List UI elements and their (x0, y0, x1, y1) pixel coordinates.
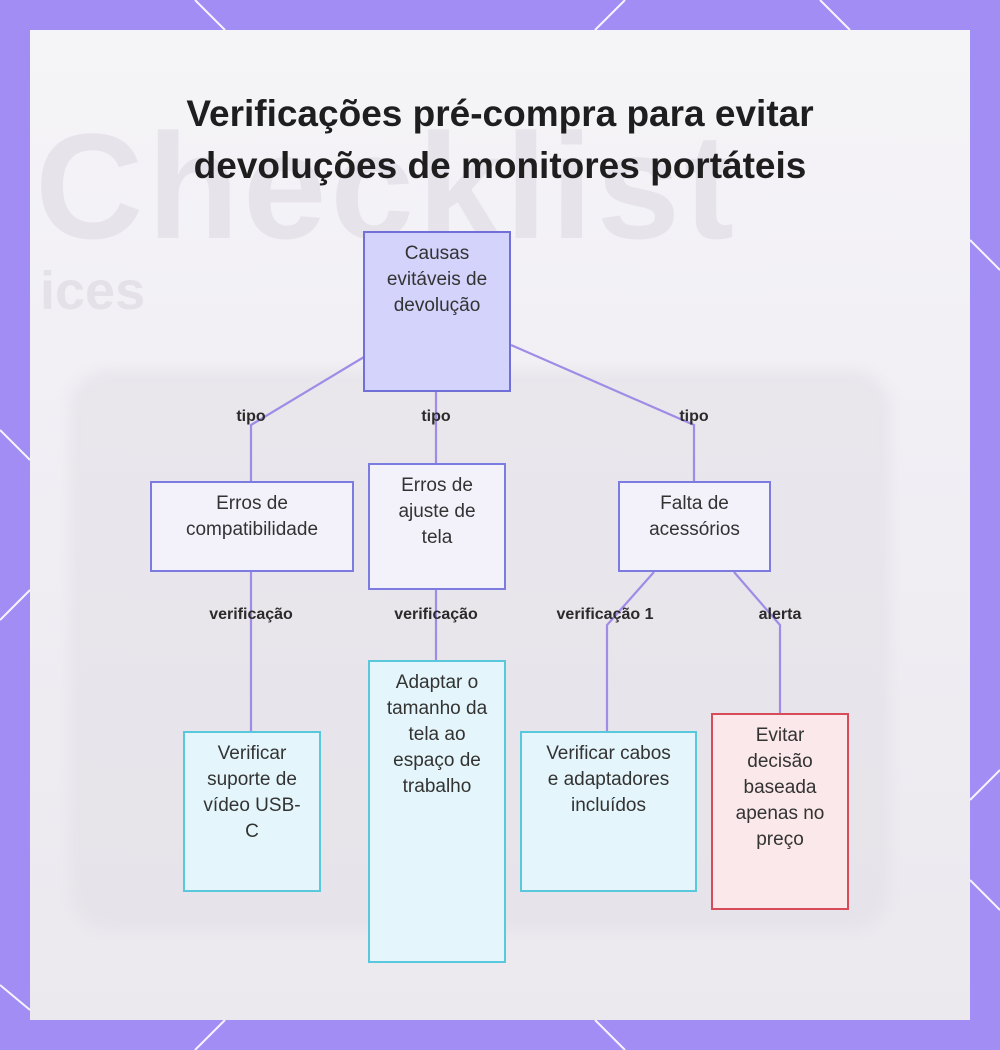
edge-label-verificacao-2: verificação (394, 606, 478, 623)
node-screen-fit-errors: Erros de ajuste de tela (368, 463, 506, 590)
node-screen-fit-errors-label: Erros de ajuste de tela (398, 475, 476, 548)
edge-label-verificacao-1: verificação (209, 606, 293, 623)
edge-label-tipo-2: tipo (421, 408, 451, 425)
node-check-cables-label: Verificar cabos e adaptadores incluídos (546, 743, 671, 816)
node-check-usbc: Verificar suporte de vídeo USB-C (183, 731, 321, 892)
diagram-title: Verificações pré-compra para evitar devo… (0, 88, 1000, 192)
node-missing-accessories-label: Falta de acessórios (649, 493, 740, 540)
edge-acessorios-cabos (605, 571, 655, 731)
node-compatibility-errors-label: Erros de compatibilidade (185, 493, 319, 540)
node-compatibility-errors: Erros de compatibilidade (150, 481, 354, 572)
edge-label-tipo-1: tipo (236, 408, 266, 425)
edge-label-verificacao-3: verificação 1 (556, 606, 654, 623)
node-root-label: Causas evitáveis de devolução (386, 243, 488, 316)
edge-label-alerta: alerta (758, 606, 802, 623)
edge-root-compat (249, 356, 365, 481)
background-watermark-small: ices (40, 261, 146, 321)
title-line-2: devoluções de monitores portáteis (193, 145, 807, 186)
edge-acessorios-preco (733, 571, 782, 713)
node-adapt-screen-size-label: Adaptar o tamanho da tela ao espaço de t… (386, 672, 488, 797)
node-root: Causas evitáveis de devolução (363, 231, 511, 392)
node-check-usbc-label: Verificar suporte de vídeo USB-C (203, 743, 301, 842)
node-check-cables: Verificar cabos e adaptadores incluídos (520, 731, 697, 892)
node-avoid-price-decision: Evitar decisão baseada apenas no preço (711, 713, 849, 910)
edge-root-acessorios (510, 343, 696, 481)
node-avoid-price-decision-label: Evitar decisão baseada apenas no preço (735, 725, 825, 850)
edge-label-tipo-3: tipo (679, 408, 709, 425)
node-adapt-screen-size: Adaptar o tamanho da tela ao espaço de t… (368, 660, 506, 963)
title-line-1: Verificações pré-compra para evitar (186, 93, 814, 134)
node-missing-accessories: Falta de acessórios (618, 481, 771, 572)
